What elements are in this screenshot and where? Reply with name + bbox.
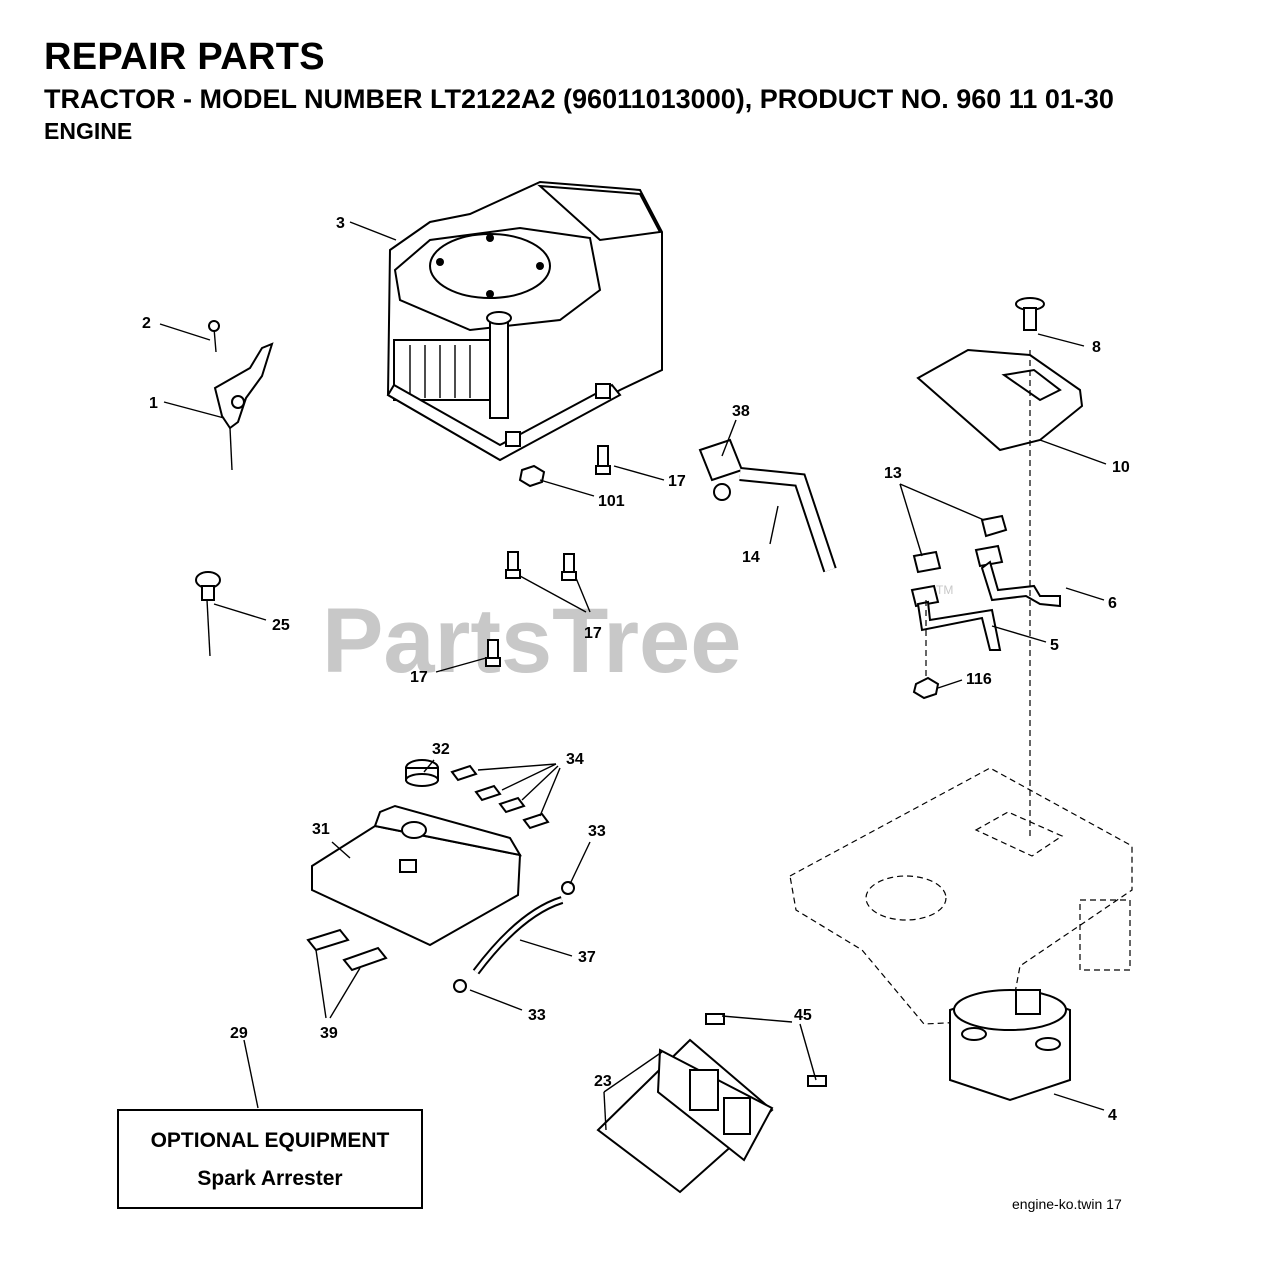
- optional-equipment-label: OPTIONAL EQUIPMENT: [150, 1129, 390, 1152]
- callout-4: 4: [1108, 1107, 1117, 1124]
- callout-39: 39: [320, 1025, 338, 1042]
- optional-equipment-box: OPTIONAL EQUIPMENT Spark Arrester: [117, 1109, 423, 1209]
- callout-37: 37: [578, 949, 596, 966]
- callout-13: 13: [884, 465, 902, 482]
- dipstick-part[interactable]: [195, 571, 221, 657]
- engine-part[interactable]: [386, 180, 663, 462]
- callout-17-c: 17: [410, 669, 428, 686]
- callout-32: 32: [432, 741, 450, 758]
- frame-part: [789, 350, 1133, 1025]
- callout-33-a: 33: [588, 823, 606, 840]
- fuel-tank-part[interactable]: [306, 759, 550, 972]
- callout-17-a: 17: [668, 473, 686, 490]
- callout-2: 2: [142, 315, 151, 332]
- callout-3: 3: [336, 215, 345, 232]
- section-title: ENGINE: [44, 118, 133, 144]
- callout-14: 14: [742, 549, 760, 566]
- exhaust-pipe-part[interactable]: [910, 514, 1061, 700]
- callout-5: 5: [1050, 637, 1059, 654]
- callout-116: 116: [966, 671, 992, 688]
- watermark-mark: TM: [936, 583, 953, 597]
- callout-34: 34: [566, 751, 584, 768]
- callout-101: 101: [598, 493, 625, 510]
- callout-29: 29: [230, 1025, 248, 1042]
- callout-labels: 3 2 1 8 38 10 13 17 101 14 6 25 17 5 17 …: [142, 215, 1130, 1124]
- callout-1: 1: [149, 395, 158, 412]
- callout-8: 8: [1092, 339, 1101, 356]
- page-footer: engine-ko.twin 17: [1012, 1196, 1122, 1212]
- spark-arrester-label: Spark Arrester: [197, 1167, 343, 1190]
- callout-25: 25: [272, 617, 290, 634]
- callout-10: 10: [1112, 459, 1130, 476]
- muffler-part[interactable]: [949, 988, 1071, 1102]
- leader-lines: [159, 221, 1107, 1131]
- callout-17-b: 17: [584, 625, 602, 642]
- watermark-text: PartsTree: [322, 590, 741, 692]
- page-title: REPAIR PARTS: [44, 36, 325, 78]
- fuel-line-part[interactable]: [453, 881, 575, 993]
- throttle-control-part[interactable]: [208, 320, 274, 471]
- callout-6: 6: [1108, 595, 1117, 612]
- callout-38: 38: [732, 403, 750, 420]
- callout-31: 31: [312, 821, 330, 838]
- callout-33-b: 33: [528, 1007, 546, 1024]
- callout-23: 23: [594, 1073, 612, 1090]
- spark-arrester-part[interactable]: [596, 1013, 827, 1194]
- model-subtitle: TRACTOR - MODEL NUMBER LT2122A2 (9601101…: [44, 84, 1114, 114]
- fuel-hose-part[interactable]: [698, 438, 837, 573]
- callout-45: 45: [794, 1007, 812, 1024]
- bolt-parts[interactable]: [485, 445, 611, 667]
- heat-shield-part[interactable]: [916, 297, 1084, 452]
